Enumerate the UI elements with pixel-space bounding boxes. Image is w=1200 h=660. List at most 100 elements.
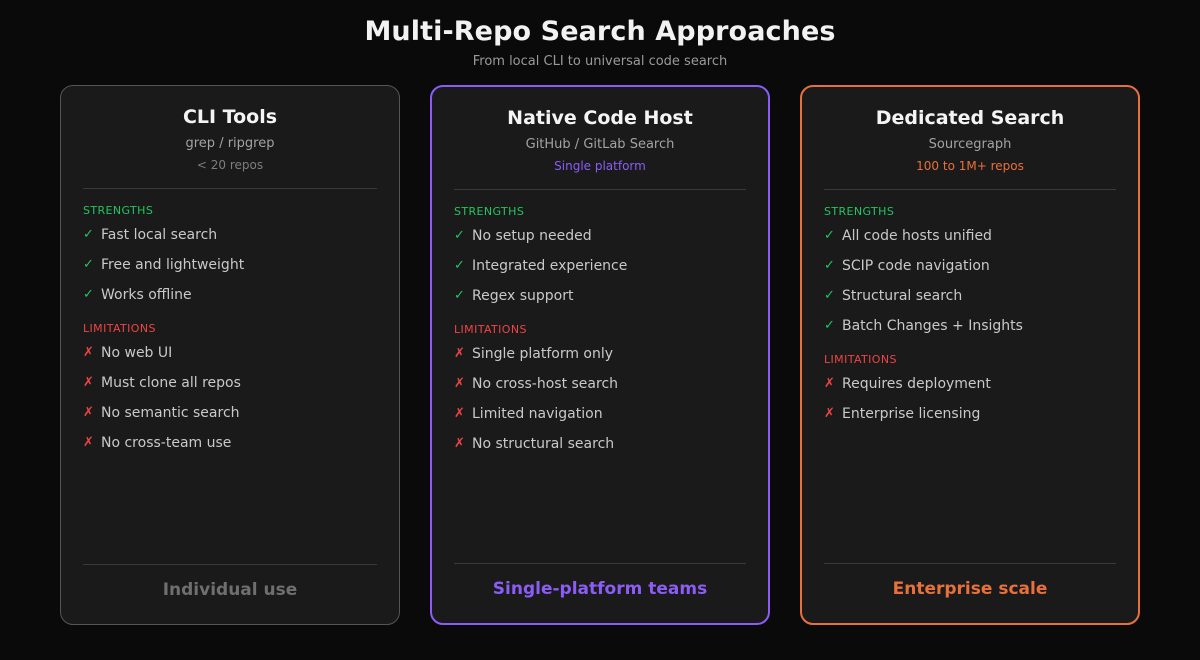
- card-footer-label: Enterprise scale: [892, 579, 1048, 599]
- check-icon: ✓: [824, 288, 835, 303]
- list-item: ✗ No structural search: [454, 435, 746, 453]
- card-footer: Single-platform teams: [454, 563, 746, 623]
- check-icon: ✓: [83, 227, 94, 242]
- card-body: STRENGTHS ✓ No setup needed ✓ Integrated…: [454, 190, 746, 563]
- card-title: Native Code Host: [507, 107, 693, 129]
- list-item-label: No web UI: [101, 345, 173, 361]
- list-item: ✓ Integrated experience: [454, 257, 746, 275]
- list-item: ✓ Works offline: [83, 286, 377, 304]
- card-subtitle: grep / ripgrep: [185, 136, 275, 151]
- card-header: Dedicated Search Sourcegraph 100 to 1M+ …: [824, 105, 1116, 190]
- list-item: ✓ No setup needed: [454, 227, 746, 245]
- list-item-label: No cross-team use: [101, 435, 232, 451]
- list-item: ✗ Requires deployment: [824, 375, 1116, 393]
- footer-divider: [824, 563, 1116, 564]
- card-scale-badge: < 20 repos: [196, 158, 264, 172]
- card-native-code-host[interactable]: Native Code Host GitHub / GitLab Search …: [430, 85, 770, 625]
- footer-divider: [83, 564, 377, 565]
- list-item: ✓ All code hosts unified: [824, 227, 1116, 245]
- header-divider: [824, 189, 1116, 190]
- strengths-label: STRENGTHS: [824, 205, 895, 218]
- list-item-label: No semantic search: [101, 405, 240, 421]
- list-item: ✓ Batch Changes + Insights: [824, 317, 1116, 335]
- card-header: Native Code Host GitHub / GitLab Search …: [454, 105, 746, 190]
- check-icon: ✓: [454, 228, 465, 243]
- card-subtitle: GitHub / GitLab Search: [525, 137, 675, 152]
- card-body: STRENGTHS ✓ All code hosts unified ✓ SCI…: [824, 190, 1116, 563]
- cross-icon: ✗: [83, 345, 94, 360]
- strengths-section: STRENGTHS ✓ All code hosts unified ✓ SCI…: [824, 204, 1116, 335]
- footer-divider: [454, 563, 746, 564]
- list-item: ✗ No cross-team use: [83, 434, 377, 452]
- limitations-label: LIMITATIONS: [454, 323, 527, 336]
- limitations-section: LIMITATIONS ✗ Single platform only ✗ No …: [454, 322, 746, 453]
- cross-icon: ✗: [824, 406, 835, 421]
- cross-icon: ✗: [454, 406, 465, 421]
- page-title: Multi-Repo Search Approaches: [364, 16, 836, 47]
- list-item-label: Works offline: [101, 287, 192, 303]
- list-item-label: Requires deployment: [842, 376, 991, 392]
- check-icon: ✓: [83, 287, 94, 302]
- card-dedicated-search[interactable]: Dedicated Search Sourcegraph 100 to 1M+ …: [800, 85, 1140, 625]
- list-item: ✗ Must clone all repos: [83, 374, 377, 392]
- header-divider: [454, 189, 746, 190]
- limitations-section: LIMITATIONS ✗ Requires deployment ✗ Ente…: [824, 352, 1116, 423]
- list-item-label: Structural search: [842, 288, 963, 304]
- list-item: ✗ No semantic search: [83, 404, 377, 422]
- card-cli-tools[interactable]: CLI Tools grep / ripgrep < 20 repos STRE…: [60, 85, 400, 625]
- card-body: STRENGTHS ✓ Fast local search ✓ Free and…: [83, 189, 377, 564]
- list-item: ✓ Free and lightweight: [83, 256, 377, 274]
- list-item-label: Enterprise licensing: [842, 406, 981, 422]
- list-item-label: SCIP code navigation: [842, 258, 990, 274]
- list-item: ✗ Enterprise licensing: [824, 405, 1116, 423]
- cross-icon: ✗: [83, 375, 94, 390]
- comparison-cards: CLI Tools grep / ripgrep < 20 repos STRE…: [60, 85, 1140, 625]
- check-icon: ✓: [454, 288, 465, 303]
- list-item-label: No structural search: [472, 436, 615, 452]
- limitations-label: LIMITATIONS: [83, 322, 156, 335]
- limitations-section: LIMITATIONS ✗ No web UI ✗ Must clone all…: [83, 321, 377, 452]
- cross-icon: ✗: [83, 405, 94, 420]
- list-item: ✓ Fast local search: [83, 226, 377, 244]
- cross-icon: ✗: [454, 346, 465, 361]
- check-icon: ✓: [824, 318, 835, 333]
- list-item: ✓ Structural search: [824, 287, 1116, 305]
- list-item-label: Regex support: [472, 288, 574, 304]
- strengths-section: STRENGTHS ✓ Fast local search ✓ Free and…: [83, 203, 377, 304]
- cross-icon: ✗: [454, 376, 465, 391]
- list-item: ✓ SCIP code navigation: [824, 257, 1116, 275]
- page-header: Multi-Repo Search Approaches From local …: [0, 0, 1200, 70]
- card-footer: Individual use: [83, 564, 377, 624]
- cross-icon: ✗: [83, 435, 94, 450]
- list-item-label: Fast local search: [101, 227, 218, 243]
- list-item: ✗ Limited navigation: [454, 405, 746, 423]
- check-icon: ✓: [824, 228, 835, 243]
- header-divider: [83, 188, 377, 189]
- list-item: ✗ No web UI: [83, 344, 377, 362]
- list-item-label: No cross-host search: [472, 376, 619, 392]
- list-item-label: Limited navigation: [472, 406, 603, 422]
- strengths-label: STRENGTHS: [83, 204, 154, 217]
- check-icon: ✓: [454, 258, 465, 273]
- card-footer-label: Individual use: [162, 580, 298, 600]
- limitations-label: LIMITATIONS: [824, 353, 897, 366]
- list-item: ✓ Regex support: [454, 287, 746, 305]
- list-item-label: No setup needed: [472, 228, 592, 244]
- page-subtitle: From local CLI to universal code search: [472, 54, 728, 69]
- list-item-label: Single platform only: [472, 346, 614, 362]
- list-item: ✗ No cross-host search: [454, 375, 746, 393]
- card-header: CLI Tools grep / ripgrep < 20 repos: [83, 104, 377, 189]
- cross-icon: ✗: [454, 436, 465, 451]
- cross-icon: ✗: [824, 376, 835, 391]
- card-scale-badge: Single platform: [554, 159, 646, 173]
- card-subtitle: Sourcegraph: [928, 137, 1012, 152]
- card-title: Dedicated Search: [875, 107, 1065, 129]
- list-item-label: Free and lightweight: [101, 257, 245, 273]
- check-icon: ✓: [824, 258, 835, 273]
- list-item-label: Batch Changes + Insights: [842, 318, 1023, 334]
- strengths-label: STRENGTHS: [454, 205, 525, 218]
- list-item-label: Must clone all repos: [101, 375, 241, 391]
- list-item: ✗ Single platform only: [454, 345, 746, 363]
- card-footer-label: Single-platform teams: [492, 579, 708, 599]
